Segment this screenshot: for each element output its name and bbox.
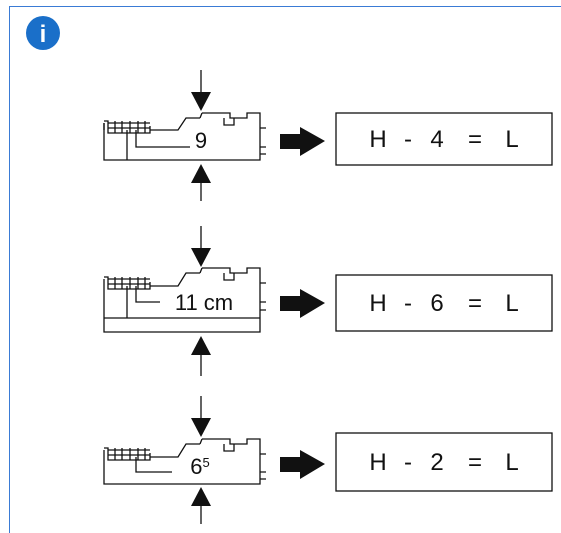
formula-box-2 <box>335 274 553 332</box>
svg-text:6: 6 <box>430 290 443 317</box>
formula-2: H - 6 = L <box>369 290 518 317</box>
measure-label-1: 9 <box>195 128 207 153</box>
measurement-device-3 <box>103 438 266 485</box>
svg-text:-: - <box>404 290 412 317</box>
formula-box-1 <box>335 112 553 166</box>
press-arrow-top-1 <box>191 70 211 111</box>
press-arrow-top-2 <box>191 226 211 267</box>
svg-text:2: 2 <box>430 449 443 476</box>
result-arrow-2 <box>280 289 325 318</box>
formula-3: H - 2 = L <box>369 449 518 476</box>
panel-border-left <box>9 6 10 533</box>
svg-text:=: = <box>468 290 482 317</box>
svg-text:4: 4 <box>430 126 443 153</box>
result-arrow-3 <box>280 450 325 479</box>
svg-text:=: = <box>468 126 482 153</box>
svg-text:L: L <box>505 126 518 153</box>
svg-text:=: = <box>468 449 482 476</box>
press-arrow-bottom-1 <box>191 164 211 201</box>
measure-label-3: 65 <box>190 454 209 479</box>
press-arrow-bottom-3 <box>191 487 211 524</box>
svg-text:H: H <box>369 449 386 476</box>
svg-text:-: - <box>404 449 412 476</box>
formula-1: H - 4 = L <box>369 126 518 153</box>
svg-text:L: L <box>505 290 518 317</box>
panel-border-top <box>9 6 561 7</box>
svg-text:i: i <box>40 21 47 48</box>
press-arrow-top-3 <box>191 396 211 437</box>
svg-text:H: H <box>369 290 386 317</box>
row-2: 11 cm H - 6 = L <box>103 226 553 376</box>
result-arrow-1 <box>280 127 325 156</box>
svg-text:H: H <box>369 126 386 153</box>
row-1: 9 H - 4 = L <box>103 70 553 201</box>
svg-text:-: - <box>404 126 412 153</box>
measurement-device-1 <box>103 112 266 161</box>
formula-box-3 <box>335 432 553 492</box>
svg-text:L: L <box>505 449 518 476</box>
measurement-device-2 <box>103 267 266 333</box>
press-arrow-bottom-2 <box>191 336 211 376</box>
info-icon: i <box>26 16 60 50</box>
measure-label-2: 11 cm <box>175 290 233 315</box>
row-3: 65 H - 2 = L <box>103 396 553 524</box>
